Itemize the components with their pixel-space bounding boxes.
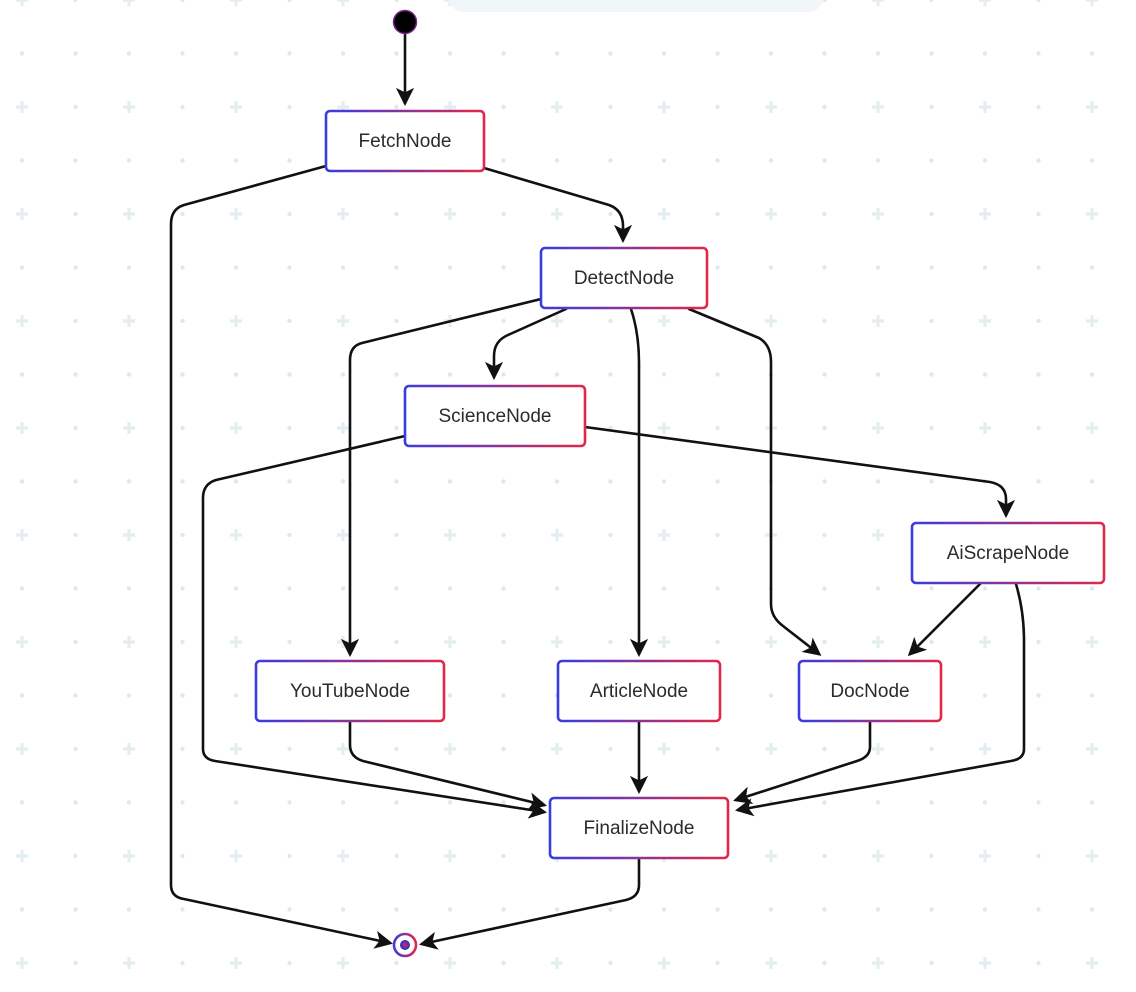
node-science[interactable]: ScienceNode xyxy=(403,384,587,448)
edge-fetch-to-end xyxy=(169,164,393,949)
node-fetch[interactable]: FetchNode xyxy=(324,109,486,173)
edge-youtube-to-finalize xyxy=(348,720,547,811)
edge-detect-to-youtube xyxy=(340,297,543,658)
node-finalize-label: FinalizeNode xyxy=(584,818,695,839)
start-state-dot xyxy=(392,9,418,35)
node-youtube-label: YouTubeNode xyxy=(290,681,410,702)
canvas-toolbar-edge xyxy=(448,0,824,12)
node-aiscrape-label: AiScrapeNode xyxy=(947,543,1070,564)
edges xyxy=(169,32,1026,950)
node-detect[interactable]: DetectNode xyxy=(539,246,709,310)
node-youtube[interactable]: YouTubeNode xyxy=(254,659,446,723)
node-science-label: ScienceNode xyxy=(438,406,551,427)
node-finalize[interactable]: FinalizeNode xyxy=(548,796,730,860)
edge-doc-to-finalize xyxy=(733,720,872,805)
node-doc-label: DocNode xyxy=(830,681,909,702)
node-detect-label: DetectNode xyxy=(574,268,674,289)
node-article[interactable]: ArticleNode xyxy=(556,659,722,723)
edge-aiscrape-to-doc xyxy=(907,582,982,657)
edge-fetch-to-detect xyxy=(482,166,633,244)
edge-detect-to-article xyxy=(629,307,649,658)
edge-detect-to-science xyxy=(484,307,568,381)
edge-aiscrape-to-finalize xyxy=(735,582,1026,817)
node-doc[interactable]: DocNode xyxy=(797,659,943,723)
node-fetch-label: FetchNode xyxy=(359,131,452,152)
edge-science-to-aiscrape xyxy=(583,425,1016,519)
end-state-marker xyxy=(392,932,418,958)
edge-detect-to-doc xyxy=(687,307,822,656)
node-aiscrape[interactable]: AiScrapeNode xyxy=(910,521,1106,585)
edge-finalize-to-end xyxy=(419,857,641,950)
edge-science-to-finalize xyxy=(201,434,547,819)
node-article-label: ArticleNode xyxy=(590,681,688,702)
